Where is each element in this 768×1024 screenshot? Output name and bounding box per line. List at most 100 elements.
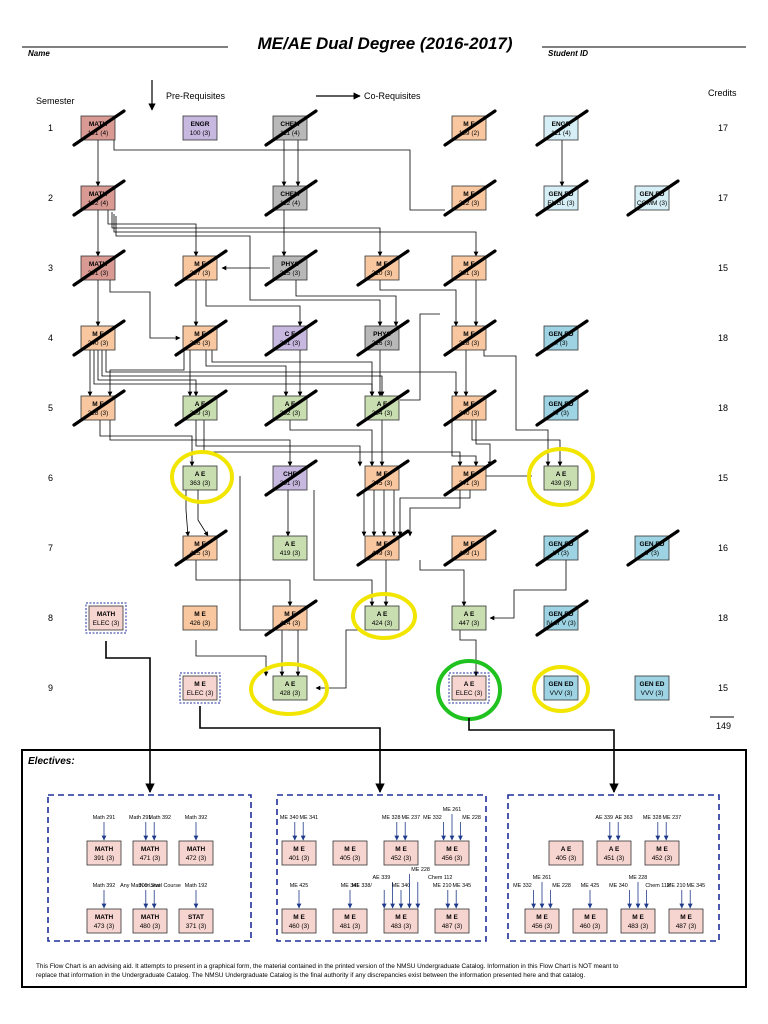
elective-number: 483 (3) [628,923,649,930]
course-label: M E [284,611,296,618]
elective-label: M E [395,914,407,921]
elective-label: M E [656,846,668,853]
course-box-gened7b: GEN EDV (3) [626,529,680,567]
course-label: GEN ED [549,331,574,338]
elective-number: 456 (3) [532,923,553,930]
elective-number: 460 (3) [580,923,601,930]
completed-strike [443,459,497,497]
completed-strike [356,249,410,287]
elective-prerequisite: ME 261 [443,807,462,813]
disclaimer-line-1: This Flow Chart is an advising aid. It a… [36,963,619,970]
completed-strike [356,389,410,427]
electives-frame [21,749,747,988]
course-number: 428 (3) [280,690,301,697]
course-number: 424 (3) [280,620,301,627]
completed-strike [174,389,228,427]
course-number: 301 (3) [280,340,301,347]
course-number: 261 (3) [459,270,480,277]
course-box-gened2: GEN ED ENGL (3) [535,179,589,217]
course-label: A E [285,681,296,688]
course-number: 112 (4) [280,200,300,207]
elective-number: 460 (3) [289,923,310,930]
course-label: ENGR [552,121,571,128]
elective-number: 471 (3) [140,855,161,862]
elective-prerequisite: ME 345 [453,883,472,889]
completed-strike [535,319,589,357]
completed-strike [264,319,318,357]
course-number: 216 (3) [372,340,393,347]
semester-number: 4 [48,333,53,343]
course-number: 409 (1) [459,550,480,557]
course-number: 328 (3) [88,410,109,417]
elective-prerequisite: 300 Level Course [139,883,181,889]
elective-prerequisite: ME 341 [300,815,319,821]
semester-credits: 16 [718,543,728,553]
course-label: M E [463,331,475,338]
course-number: 339 (3) [190,410,211,417]
semester-number: 1 [48,123,53,133]
completed-strike [264,459,318,497]
elective-pointers [105,641,619,793]
completed-strike [443,179,497,217]
course-label: GEN ED [549,541,574,548]
course-number: ENGL (3) [547,200,574,207]
elective-label: MATH [141,914,160,921]
electives-title: Electives: [28,756,75,767]
course-number: 159 (2) [459,130,480,137]
elective-prerequisite: ME 332 [423,815,442,821]
elective-prerequisite: Chem 112 [645,883,669,889]
completed-strike [626,179,680,217]
course-label: M E [92,401,104,408]
course-label: M E [194,331,206,338]
elective-number: 480 (3) [140,923,161,930]
course-number: 111 (4) [280,130,300,137]
elective-prerequisite: ME 328 [643,815,662,821]
highlight-ae424 [351,592,417,640]
elective-prerequisite: ME 338/ [352,883,373,889]
elective-label: M E [584,914,596,921]
semester-credits: 18 [718,333,728,343]
completed-strike [264,599,318,637]
elective-prerequisite: Math 291 [129,815,151,821]
elective-label: STAT [188,914,204,921]
elective-prerequisite: ME 345 [687,883,706,889]
course-box-engr111: ENGR 111 (4) [535,109,589,147]
elective-number: 452 (3) [391,855,412,862]
semester-credits: 17 [718,193,728,203]
completed-strike [264,389,318,427]
course-label: GEN ED [549,191,574,198]
course-number: 111 (4) [551,130,571,137]
course-number: 345 (3) [372,480,393,487]
semester-credits: 17 [718,123,728,133]
elective-label: M E [446,914,458,921]
course-label: A E [285,541,296,548]
course-label: A E [464,611,475,618]
elective-number: 401 (3) [289,855,310,862]
course-label: A E [285,401,296,408]
completed-strike [443,249,497,287]
